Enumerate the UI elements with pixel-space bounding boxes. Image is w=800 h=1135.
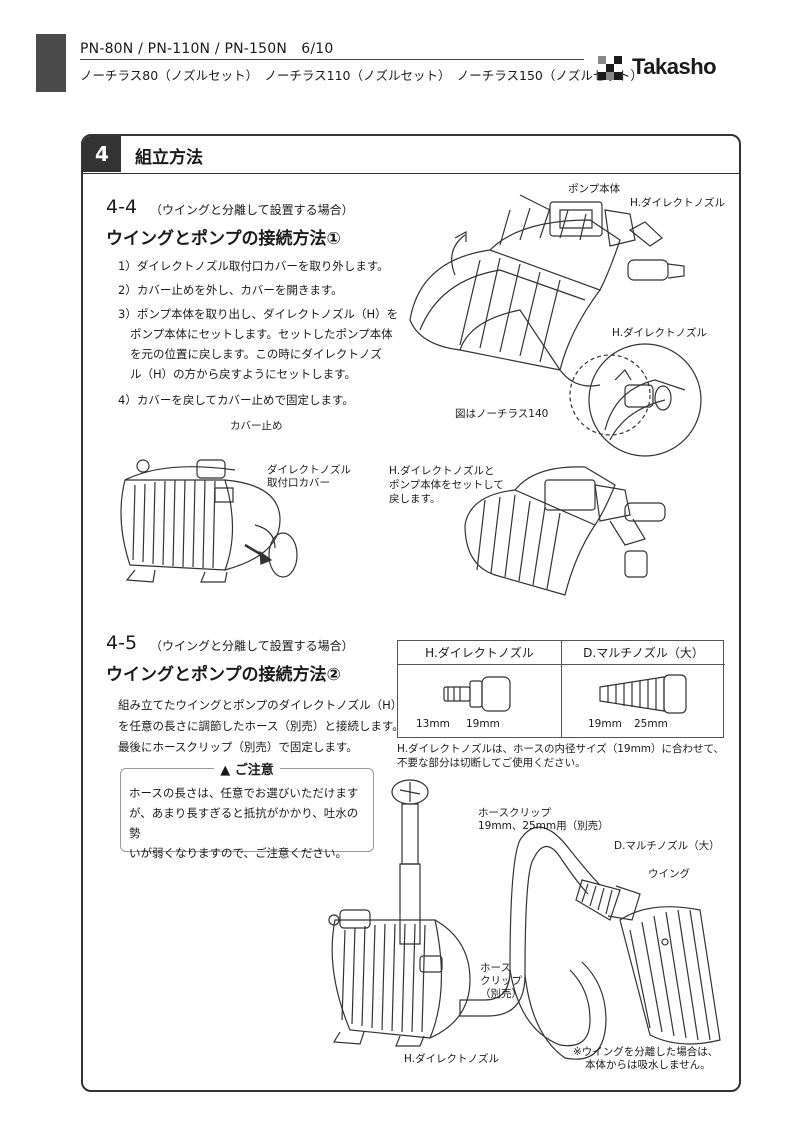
- label-h-nozzle-top: H.ダイレクトノズル: [630, 197, 726, 209]
- caution-title: ご注意: [234, 763, 274, 778]
- caution-body: ホースの長さは、任意でお選びいただけます が、あまり長すぎると抵抗がかかり、吐水…: [129, 783, 369, 863]
- step-4-5-number: 4-5: [106, 632, 138, 654]
- paragraph-line-1: 組み立てたウイングとポンプのダイレクトノズル（H）: [118, 698, 403, 712]
- header-products: ノーチラス80（ノズルセット） ノーチラス110（ノズルセット） ノーチラス15…: [80, 68, 643, 83]
- section-header: 4 組立方法: [83, 136, 739, 174]
- instruction-1: 1）ダイレクトノズル取付口カバーを取り外します。: [118, 259, 389, 273]
- instruction-3d: ル（H）の方から戻すようにセットします。: [130, 367, 356, 381]
- nozzle-table-d-title: D.マルチノズル（大）: [562, 641, 725, 665]
- illustration-closed-pump: [105, 440, 315, 590]
- warning-icon: ▲: [220, 763, 231, 778]
- illustration-hose-assembly: [320, 770, 730, 1070]
- instruction-2: 2）カバー止めを外し、カバーを開きます。: [118, 283, 343, 297]
- label-hose-clip-top-1: ホースクリップ: [478, 807, 551, 819]
- label-pump-body: ポンプ本体: [568, 183, 621, 195]
- step-4-4-number: 4-4: [106, 196, 138, 218]
- brand-name: Takasho: [632, 54, 717, 79]
- d-nozzle-icon: [594, 671, 694, 717]
- step-4-4-note: （ウイングと分離して設置する場合）: [150, 203, 354, 217]
- instruction-3b: ポンプ本体にセットします。セットしたポンプ本体: [130, 327, 393, 341]
- step-4-5-title: ウイングとポンプの接続方法②: [106, 665, 341, 685]
- nozzle-table-divider: [561, 641, 562, 737]
- section-title: 組立方法: [135, 148, 203, 168]
- brand-logo: Takasho: [598, 52, 748, 82]
- instruction-3c: を元の位置に戻します。この時にダイレクトノズ: [130, 347, 382, 361]
- step-4-4-title: ウイングとポンプの接続方法①: [106, 229, 341, 249]
- label-cover-line2: 取付口カバー: [267, 477, 330, 489]
- footnote-line-2: 本体からは吸水しません。: [585, 1059, 711, 1071]
- label-cover-stop: カバー止め: [230, 420, 283, 432]
- label-set-line1: H.ダイレクトノズルと: [389, 465, 495, 477]
- footnote-line-1: ※ウイングを分離した場合は、: [573, 1046, 719, 1058]
- instruction-4: 4）カバーを戻してカバー止めで固定します。: [118, 393, 354, 407]
- brand-logo-mark-icon: [598, 56, 628, 80]
- label-hose-clip-top-2: 19mm、25mm用（別売）: [478, 820, 609, 832]
- label-hose-clip-mid-1: ホース: [480, 962, 511, 974]
- nozzle-note-line-2: 不要な部分は切断してご使用ください。: [397, 757, 586, 769]
- label-h-nozzle-detail: H.ダイレクトノズル: [612, 327, 708, 339]
- illustration-nozzle-detail: [585, 340, 705, 460]
- caution-line-1: ホースの長さは、任意でお選びいただけます: [129, 786, 359, 800]
- label-set-line2: ポンプ本体をセットして: [389, 479, 504, 491]
- label-wing: ウイング: [648, 868, 690, 880]
- h-nozzle-icon: [438, 671, 528, 717]
- h-size-b: 19mm: [466, 718, 500, 730]
- label-cover-line1: ダイレクトノズル: [267, 464, 351, 476]
- paragraph-line-3: 最後にホースクリップ（別売）で固定します。: [118, 740, 358, 754]
- illustration-open-housing: [400, 180, 730, 420]
- header-models: PN-80N / PN-110N / PN-150N 6/10: [80, 41, 334, 57]
- instruction-3a: 3）ポンプ本体を取り出し、ダイレクトノズル（H）を: [118, 307, 399, 321]
- illustration-set-back: [455, 455, 695, 615]
- step-4-5-note: （ウイングと分離して設置する場合）: [150, 639, 354, 653]
- nozzle-table-h-title: H.ダイレクトノズル: [398, 641, 561, 665]
- header-rule: [80, 59, 584, 60]
- label-set-line3: 戻します。: [389, 493, 441, 505]
- d-size-b: 25mm: [634, 718, 668, 730]
- nozzle-note-line-1: H.ダイレクトノズルは、ホースの内径サイズ（19mm）に合わせて、: [397, 743, 724, 755]
- section-number: 4: [83, 136, 121, 172]
- caution-title-wrap: ▲ ご注意: [121, 759, 373, 778]
- label-d-nozzle: D.マルチノズル（大）: [614, 840, 720, 852]
- section-panel: 4 組立方法: [81, 134, 741, 1092]
- caution-line-2: が、あまり長すぎると抵抗がかかり、吐水の勢: [129, 806, 359, 840]
- label-hose-clip-mid-3: （別売）: [480, 988, 522, 1000]
- figure-caption: 図はノーチラス140: [455, 408, 549, 420]
- nozzle-note: H.ダイレクトノズルは、ホースの内径サイズ（19mm）に合わせて、 不要な部分は…: [397, 742, 737, 770]
- caution-box: ▲ ご注意 ホースの長さは、任意でお選びいただけます が、あまり長すぎると抵抗が…: [120, 763, 374, 860]
- label-h-nozzle-bottom: H.ダイレクトノズル: [404, 1053, 500, 1065]
- header-tab-bar: [36, 34, 66, 92]
- h-size-a: 13mm: [416, 718, 450, 730]
- nozzle-table: H.ダイレクトノズル D.マルチノズル（大） 13mm 19mm 19mm 25…: [397, 640, 725, 738]
- d-size-a: 19mm: [588, 718, 622, 730]
- caution-line-3: いが弱くなりますので、ご注意ください。: [129, 846, 348, 860]
- paragraph-line-2: を任意の長さに調節したホース（別売）と接続します。: [118, 719, 404, 733]
- label-hose-clip-mid-2: クリップ: [480, 975, 522, 987]
